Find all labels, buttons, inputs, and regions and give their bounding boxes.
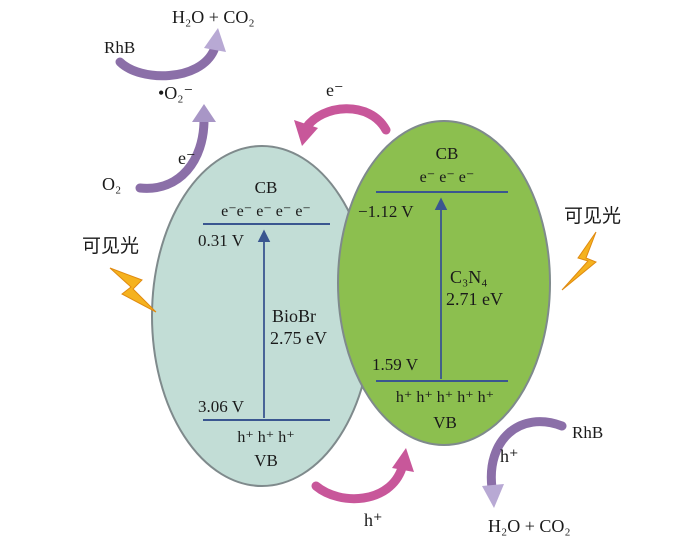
h2o-co2-bottom-label: H₂O + CO₂ <box>488 516 571 536</box>
visible-light-left: 可见光 <box>82 235 139 257</box>
hole-transfer-label: h⁺ <box>364 510 383 530</box>
rhb-to-products-arrowhead-right <box>482 484 504 508</box>
c3n4-ellipse <box>337 120 551 446</box>
c3n4-vb-label: VB <box>433 413 457 432</box>
rhb-to-products-arrow-top <box>115 45 219 81</box>
biobr-cb-label: CB <box>255 178 278 197</box>
c3n4-vb-potential: 1.59 V <box>372 355 419 374</box>
c3n4-bandgap: 2.71 eV <box>446 289 503 309</box>
hole-transfer-arrow <box>311 463 407 504</box>
o2-to-superoxide-arrow <box>135 115 209 193</box>
c3n4-cb-electrons: e⁻ e⁻ e⁻ <box>420 169 475 186</box>
electron-transfer-label: e⁻ <box>326 80 344 100</box>
biobr-cb-electrons: e⁻e⁻ e⁻ e⁻ e⁻ <box>221 203 311 220</box>
biobr-vb-label: VB <box>254 451 278 470</box>
h2o-co2-top-label: H₂O + CO₂ <box>172 7 255 27</box>
c3n4-cb-potential: −1.12 V <box>358 202 414 221</box>
biobr-name: BioBr <box>272 306 316 326</box>
biobr-cb-potential: 0.31 V <box>198 231 245 250</box>
o2-to-superoxide-arrowhead <box>192 104 216 122</box>
lightning-left-icon <box>109 267 157 313</box>
biobr-bandgap: 2.75 eV <box>270 328 327 348</box>
hole-transfer-arrowhead <box>392 448 414 472</box>
rhb-to-products-arrow-right <box>486 417 567 493</box>
lightning-right-icon <box>561 231 597 291</box>
rhb-right-label: RhB <box>572 423 603 442</box>
biobr-vb-holes: h⁺ h⁺ h⁺ <box>237 429 294 446</box>
electron-transfer-arrow <box>301 104 391 135</box>
c3n4-cb-label: CB <box>436 144 459 163</box>
rhb-to-products-arrowhead-top <box>204 28 226 52</box>
o2-label: O₂ <box>102 174 121 194</box>
c3n4-name: C₃N₄ <box>450 267 488 287</box>
rhb-top-label: RhB <box>104 38 135 57</box>
biobr-vb-potential: 3.06 V <box>198 397 245 416</box>
visible-light-right: 可见光 <box>564 205 621 227</box>
c3n4-vb-holes: h⁺ h⁺ h⁺ h⁺ h⁺ <box>396 389 494 406</box>
electron-transfer-arrowhead <box>294 120 318 146</box>
h-plus-right-label: h⁺ <box>500 446 519 466</box>
superoxide-label: •O₂⁻ <box>158 83 193 103</box>
e-minus-label: e⁻ <box>178 148 196 168</box>
